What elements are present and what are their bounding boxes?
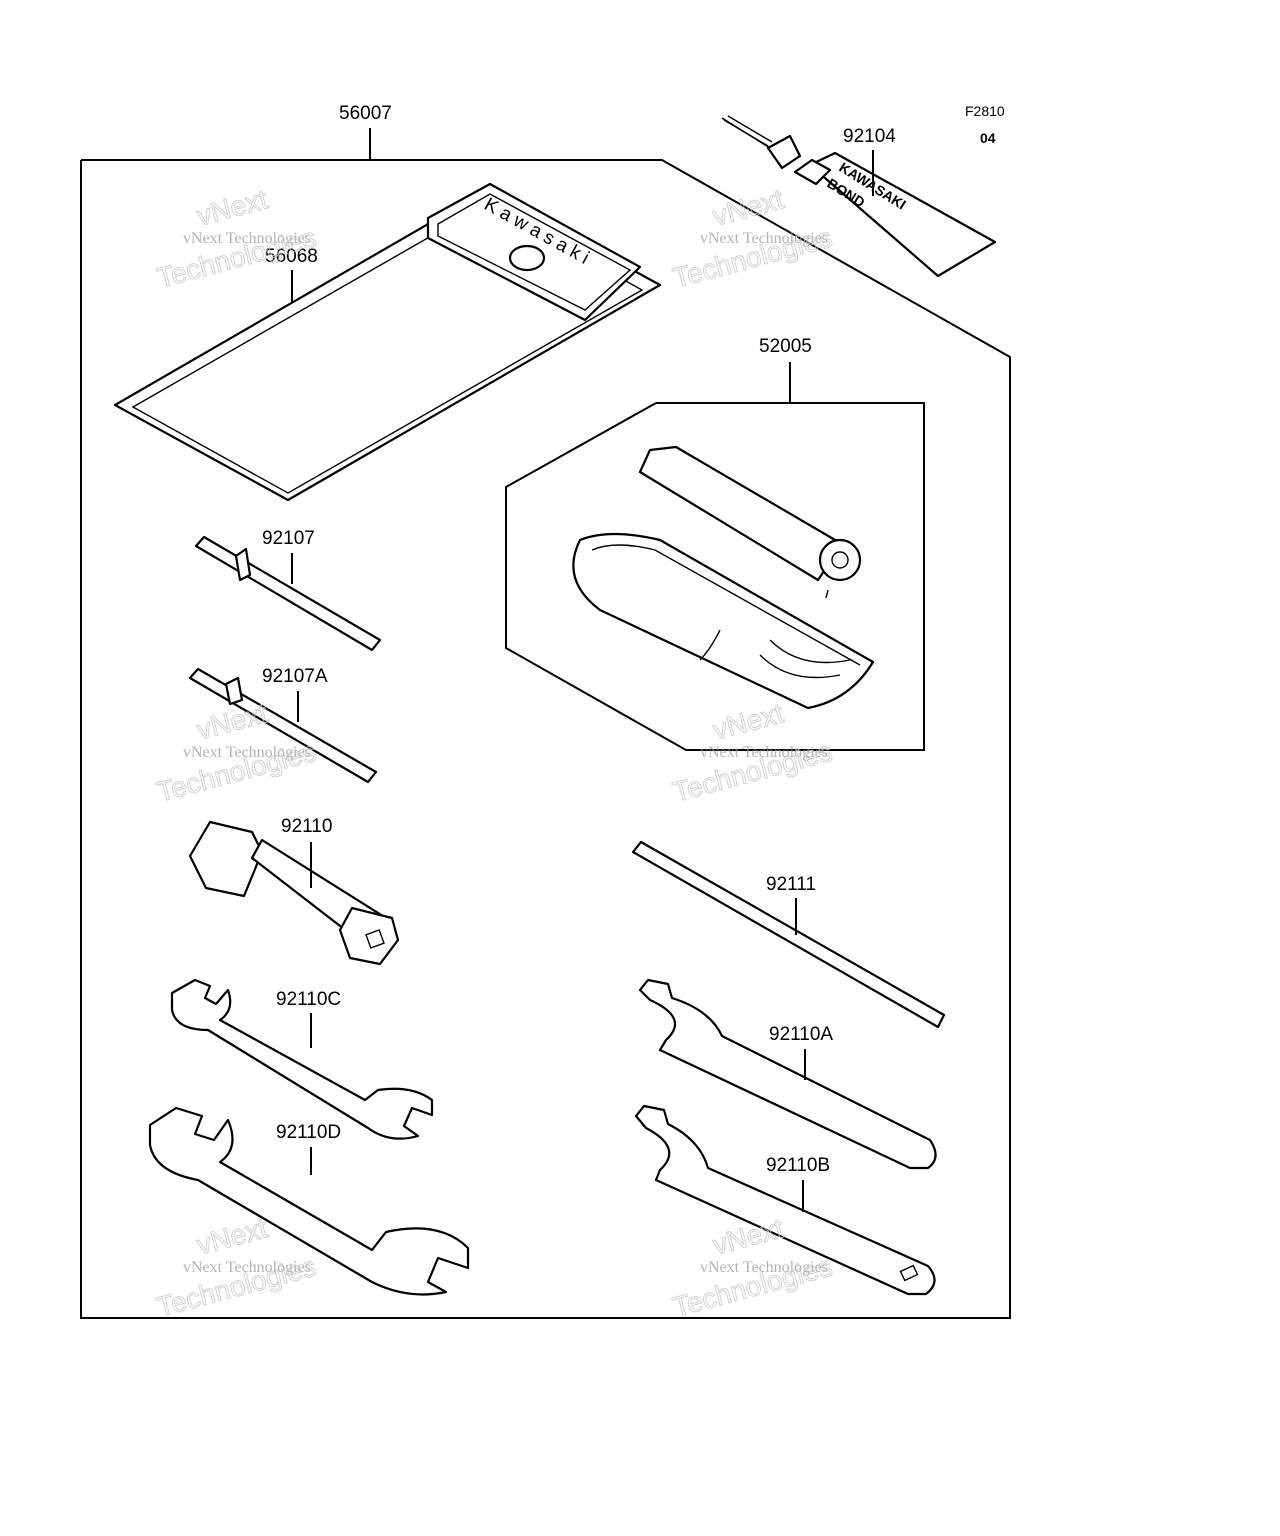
svg-text:vNext: vNext	[194, 697, 271, 746]
svg-text:vNext Technologies: vNext Technologies	[183, 230, 311, 247]
svg-text:vNext Technologies: vNext Technologies	[183, 1259, 311, 1276]
watermark-2: vNext Technologies vNext Technologies	[669, 183, 836, 295]
hook-wrench-a-part	[638, 978, 937, 1170]
svg-text:vNext Technologies: vNext Technologies	[700, 1259, 828, 1276]
label-92110: 92110	[281, 816, 332, 837]
label-92110A: 92110A	[769, 1024, 833, 1045]
label-92107A: 92107A	[262, 666, 328, 687]
svg-text:vNext Technologies: vNext Technologies	[700, 744, 828, 761]
label-56068: 56068	[265, 246, 318, 267]
pump-part	[638, 445, 862, 599]
screwdriver-part	[194, 535, 382, 652]
watermark-4: vNext Technologies vNext Technologies	[669, 697, 836, 809]
tommy-bar-part	[631, 840, 946, 1029]
label-92111: 92111	[766, 874, 816, 895]
ref-code: F2810	[965, 103, 1005, 119]
label-92110D: 92110D	[276, 1122, 341, 1143]
open-end-wrench-d-part	[148, 1106, 470, 1296]
svg-text:vNext: vNext	[710, 1212, 787, 1261]
svg-text:vNext Technologies: vNext Technologies	[183, 744, 311, 761]
open-end-wrench-c-part	[170, 978, 434, 1140]
svg-text:vNext: vNext	[194, 1212, 271, 1261]
pump-bag-part	[572, 532, 875, 710]
svg-text:vNext Technologies: vNext Technologies	[700, 230, 828, 247]
hook-wrench-b-part	[634, 1104, 936, 1296]
kit-outline	[80, 159, 1011, 1319]
pump-set-outline	[505, 402, 925, 751]
label-52005: 52005	[759, 336, 812, 357]
svg-text:vNext: vNext	[194, 183, 271, 232]
label-92104: 92104	[843, 126, 896, 147]
label-92107: 92107	[262, 528, 315, 549]
watermark-3: vNext Technologies vNext Technologies	[153, 697, 320, 809]
label-92110C: 92110C	[276, 989, 341, 1010]
svg-text:vNext: vNext	[710, 697, 787, 746]
label-56007: 56007	[339, 103, 392, 124]
watermark-1: vNext Technologies vNext Technologies	[153, 183, 320, 295]
ref-rev: 04	[980, 130, 996, 146]
spark-plug-wrench-part	[188, 820, 400, 966]
label-92110B: 92110B	[766, 1155, 830, 1176]
screwdriver-a-part	[188, 667, 378, 784]
pouch-part: Kawasaki	[113, 182, 662, 502]
